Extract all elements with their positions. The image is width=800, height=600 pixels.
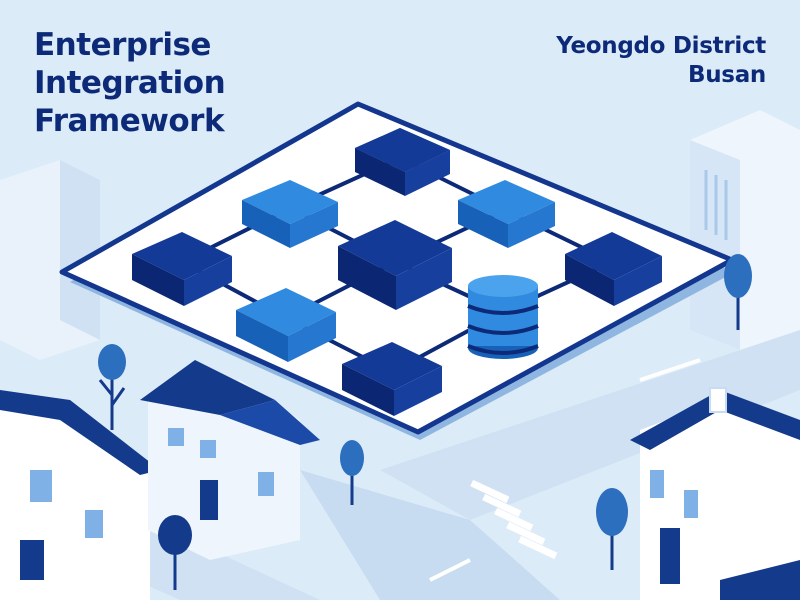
tower-windows: [704, 170, 728, 240]
integration-nodes: [132, 128, 662, 416]
crosswalk-stripe: [518, 535, 558, 560]
integration-node-icon: [242, 180, 338, 248]
crosswalk-stripe: [470, 479, 510, 504]
title-line: Framework: [34, 103, 225, 139]
location-label: Yeongdo District Busan: [556, 32, 766, 90]
crosswalk-stripe: [482, 493, 522, 518]
tree: [596, 488, 628, 570]
framework-title: Enterprise Integration Framework: [34, 26, 226, 140]
foreground-houses: [0, 360, 800, 600]
background-buildings: [0, 110, 800, 360]
integration-node-icon: [236, 288, 336, 362]
crosswalk-stripe: [506, 521, 546, 546]
tree: [98, 344, 126, 430]
database-icon: [467, 275, 539, 359]
building-left-tower-side: [60, 160, 100, 340]
integration-node-icon: [342, 342, 442, 416]
tree: [158, 515, 192, 590]
title-line: Integration: [34, 65, 226, 101]
road-marking: [639, 358, 701, 382]
house-center: [140, 360, 320, 560]
crosswalk-stripe: [494, 507, 534, 532]
integration-node-icon: [565, 232, 662, 306]
house-right: [630, 387, 800, 600]
crosswalk: [470, 479, 558, 560]
tree: [724, 254, 752, 330]
integration-node-icon: [338, 220, 452, 310]
integration-node-icon: [132, 232, 232, 306]
city-name: Busan: [688, 62, 766, 88]
house-left: [0, 390, 160, 600]
road-center: [300, 470, 560, 600]
integration-node-icon: [458, 180, 555, 248]
road-right: [380, 330, 800, 520]
title-line: Enterprise: [34, 27, 211, 63]
tree: [340, 440, 364, 505]
district-name: Yeongdo District: [556, 33, 766, 59]
road-marking: [429, 558, 471, 582]
integration-node-icon: [355, 128, 450, 196]
trees: [98, 254, 752, 590]
